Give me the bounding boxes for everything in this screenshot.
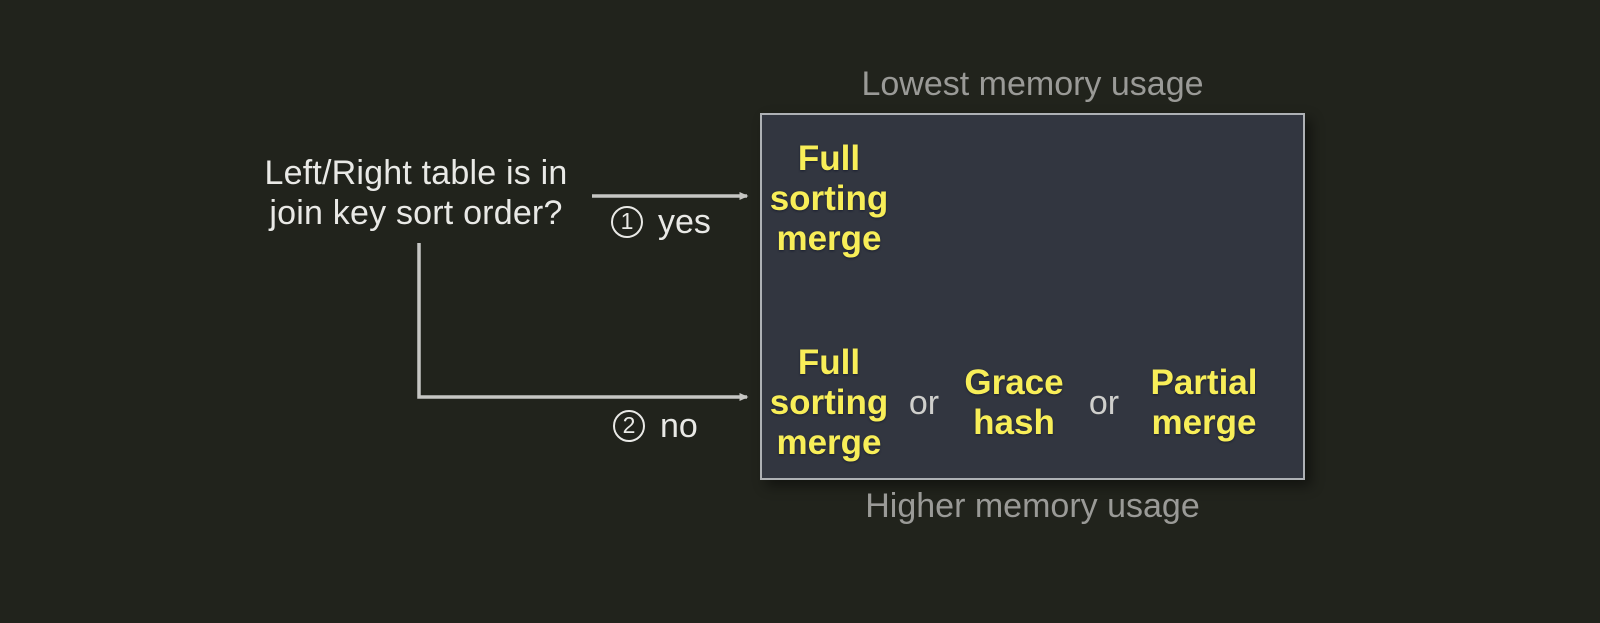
branch-no-text: no <box>660 406 698 445</box>
branch-yes-text: yes <box>658 202 711 241</box>
option-partial-merge: Partial merge <box>1134 363 1274 443</box>
circled-number-1-icon: 1 <box>611 206 643 238</box>
algorithm-box: Full sorting merge Full sorting merge or… <box>760 113 1305 480</box>
question-line-2: join key sort order? <box>269 194 563 232</box>
branch-no-label: 2 no <box>613 407 698 445</box>
option-line: sorting <box>769 383 889 422</box>
option-grace-hash: Grace hash <box>954 363 1074 443</box>
question-text: Left/Right table is in join key sort ord… <box>246 153 586 233</box>
higher-memory-label: Higher memory usage <box>865 487 1200 525</box>
question-line-1: Left/Right table is in <box>264 154 568 192</box>
option-line: hash <box>973 403 1055 442</box>
option-line: merge <box>776 219 882 258</box>
option-line: sorting <box>769 179 889 218</box>
or-separator: or <box>908 383 940 422</box>
no-elbow-arrow <box>417 243 749 401</box>
or-separator: or <box>1088 383 1120 422</box>
circled-number-2-icon: 2 <box>613 410 645 442</box>
lowest-memory-label: Lowest memory usage <box>861 65 1204 103</box>
option-line: Full <box>797 139 861 178</box>
branch-yes-label: 1 yes <box>611 203 711 241</box>
option-line: merge <box>1151 403 1257 442</box>
unsorted-options-row: Full sorting merge or Grace hash or Part… <box>764 333 1299 473</box>
option-line: Grace <box>964 363 1064 402</box>
option-full-sorting-merge-sorted: Full sorting merge <box>764 139 894 259</box>
option-full-sorting-merge-unsorted: Full sorting merge <box>764 343 894 463</box>
option-line: Full <box>797 343 861 382</box>
option-line: Partial <box>1150 363 1258 402</box>
option-line: merge <box>776 423 882 462</box>
